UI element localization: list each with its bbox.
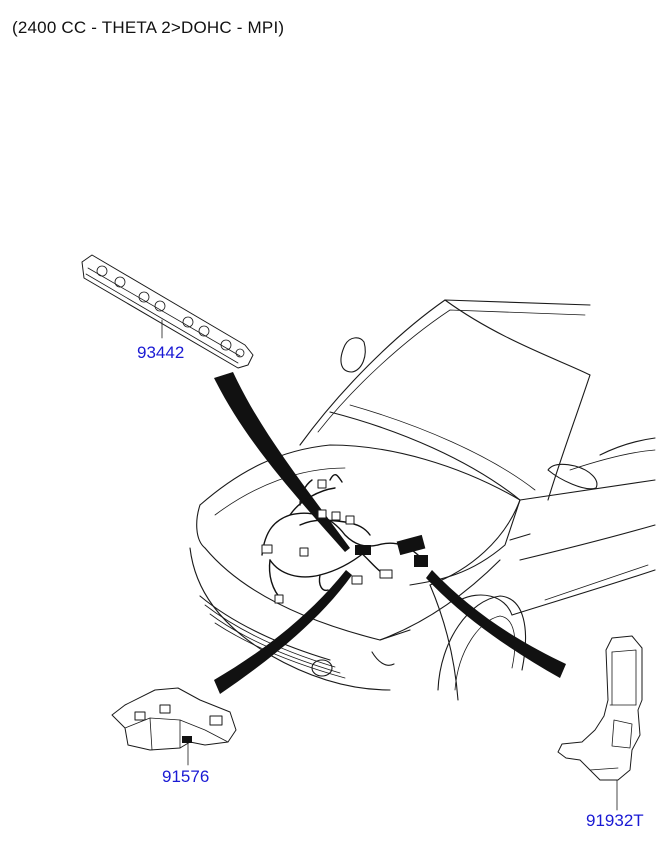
leader-arrow-91576 <box>214 570 352 694</box>
leader-arrows <box>214 372 566 694</box>
part-number-91932T[interactable]: 91932T <box>586 811 644 830</box>
part-number-93442[interactable]: 93442 <box>137 343 184 362</box>
engine-wiring-harness <box>261 473 428 604</box>
part-93442-illustration <box>81 254 254 369</box>
leader-arrow-91932T <box>426 570 566 678</box>
car-illustration <box>189 299 656 701</box>
part-91932T-illustration <box>557 635 643 811</box>
diagram-title: (2400 CC - THETA 2>DOHC - MPI) <box>12 18 285 37</box>
part-number-91576[interactable]: 91576 <box>162 767 209 786</box>
leader-arrow-93442 <box>214 372 350 552</box>
part-91576-illustration <box>111 687 237 766</box>
